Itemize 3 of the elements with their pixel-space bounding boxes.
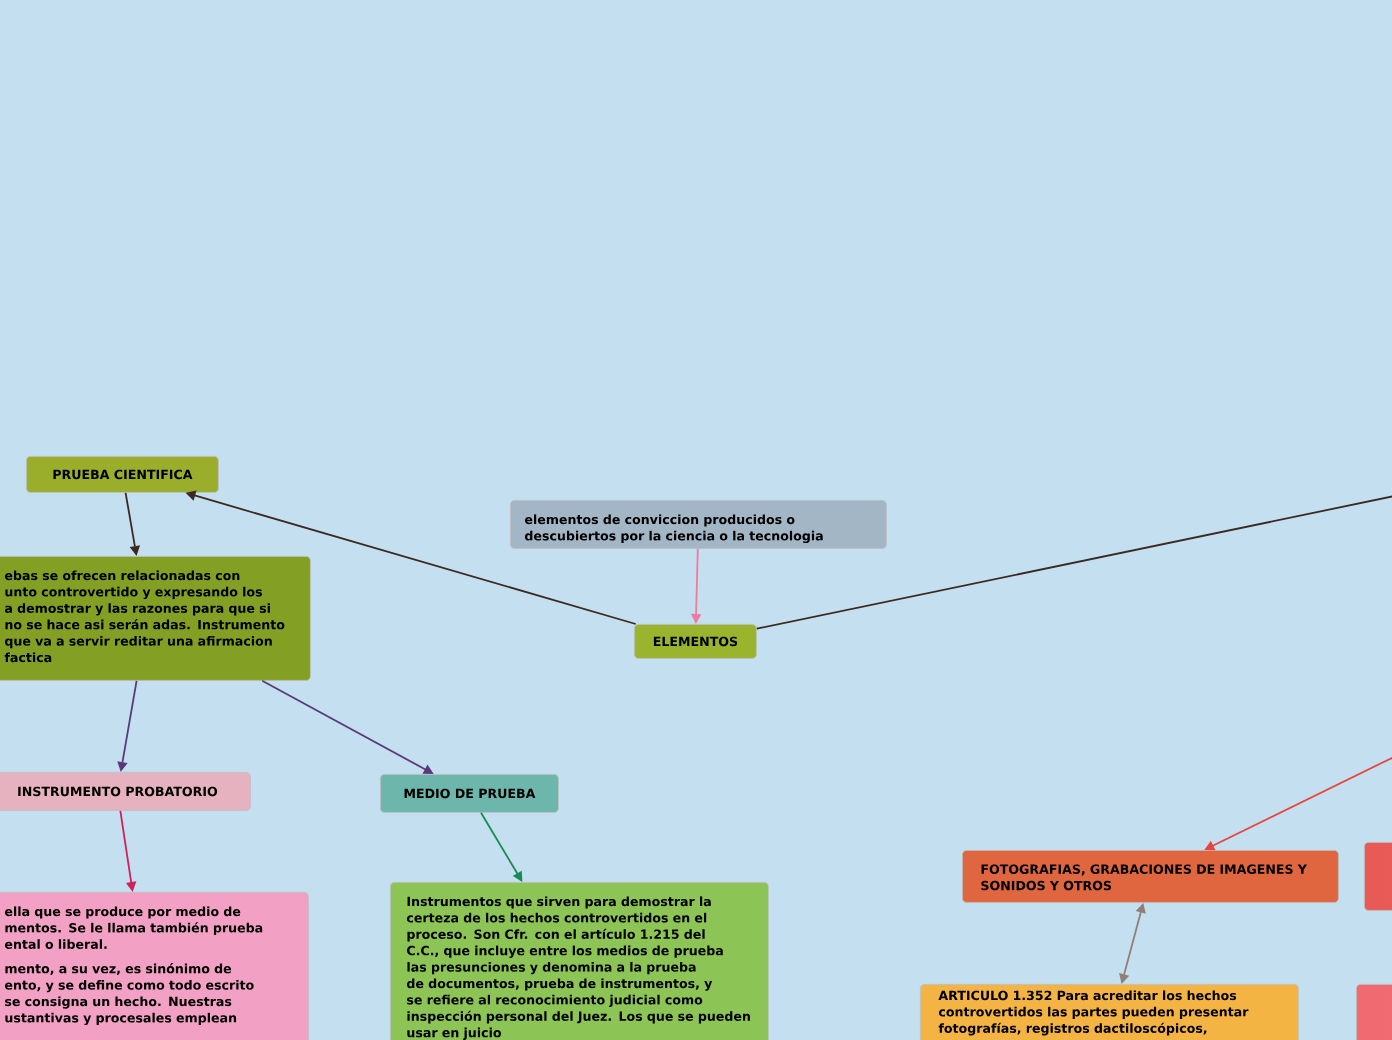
topic-box <box>1364 842 1392 911</box>
arrow <box>480 811 523 882</box>
note-box <box>1356 984 1392 1040</box>
